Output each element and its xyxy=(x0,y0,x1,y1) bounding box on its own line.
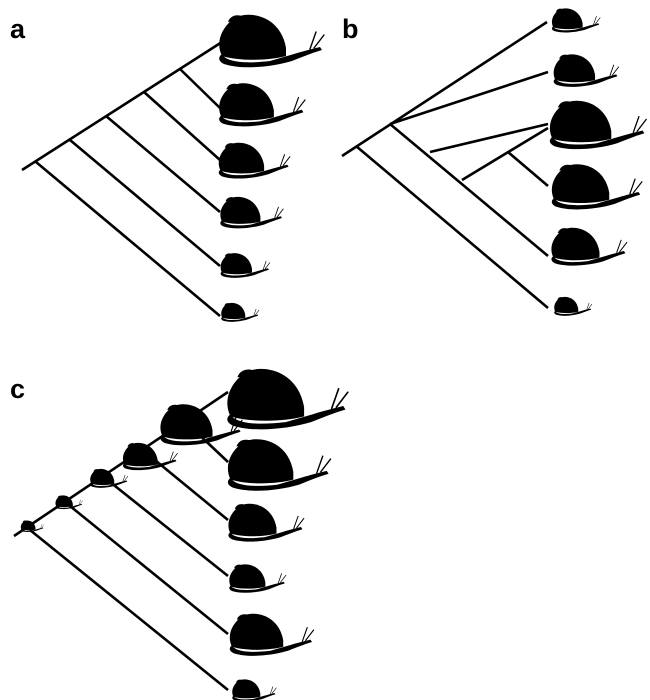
snail-icon xyxy=(220,252,271,279)
snail-icon xyxy=(89,468,129,489)
tree-c-branches xyxy=(13,390,229,692)
tree-a-branches xyxy=(21,40,223,317)
tree-b-branch-4 xyxy=(507,151,549,187)
tree-a-branch-5 xyxy=(69,139,221,267)
snail-icon xyxy=(218,14,325,68)
tree-a-tips xyxy=(218,14,325,323)
tree-b-branches xyxy=(341,20,549,309)
tree-b-branch-6 xyxy=(355,145,549,309)
panel-b: b xyxy=(341,8,647,317)
snail-icon xyxy=(219,196,284,229)
tree-a-branch-2 xyxy=(179,68,221,109)
snail-icon xyxy=(231,679,277,700)
snail-icon xyxy=(549,100,647,150)
snail-icon xyxy=(220,302,260,323)
tree-b-clade-stem xyxy=(389,70,549,126)
tree-b-tips xyxy=(549,8,647,317)
tree-b-branch-5 xyxy=(389,123,549,257)
snail-icon xyxy=(227,438,332,492)
snail-icon xyxy=(551,163,643,211)
tree-c-tips xyxy=(226,368,349,700)
panel-label-b: b xyxy=(342,14,359,44)
snail-icon xyxy=(229,613,315,657)
tree-c-branch-4 xyxy=(109,480,229,578)
snail-icon xyxy=(553,53,620,88)
tree-b-inner-stem xyxy=(429,122,549,154)
panel-label-c: c xyxy=(10,374,25,404)
tree-a-branch-4 xyxy=(105,115,221,213)
snail-icon xyxy=(553,296,593,317)
snail-icon xyxy=(122,442,178,471)
snail-icon xyxy=(227,503,305,543)
snail-icon xyxy=(55,495,83,510)
tree-b-subclade xyxy=(461,126,549,182)
tree-c-branch-5 xyxy=(69,504,229,636)
snail-icon xyxy=(218,82,306,127)
tree-b-backbone xyxy=(341,20,548,158)
tree-c-branch-3 xyxy=(149,454,229,522)
tree-c-branch-6 xyxy=(29,528,229,692)
snail-icon xyxy=(228,563,287,594)
snail-icon xyxy=(218,142,291,180)
panel-label-a: a xyxy=(10,14,26,44)
panel-c: c xyxy=(10,368,349,700)
tree-a-branch-6 xyxy=(35,161,221,317)
snail-icon xyxy=(550,227,628,267)
tree-a-backbone xyxy=(21,40,223,172)
panel-a: a xyxy=(10,14,325,323)
tree-a-branch-3 xyxy=(143,91,221,161)
tree-c-ancestor-nodes xyxy=(20,403,243,533)
snail-icon xyxy=(226,368,349,431)
snail-icon xyxy=(551,8,601,33)
